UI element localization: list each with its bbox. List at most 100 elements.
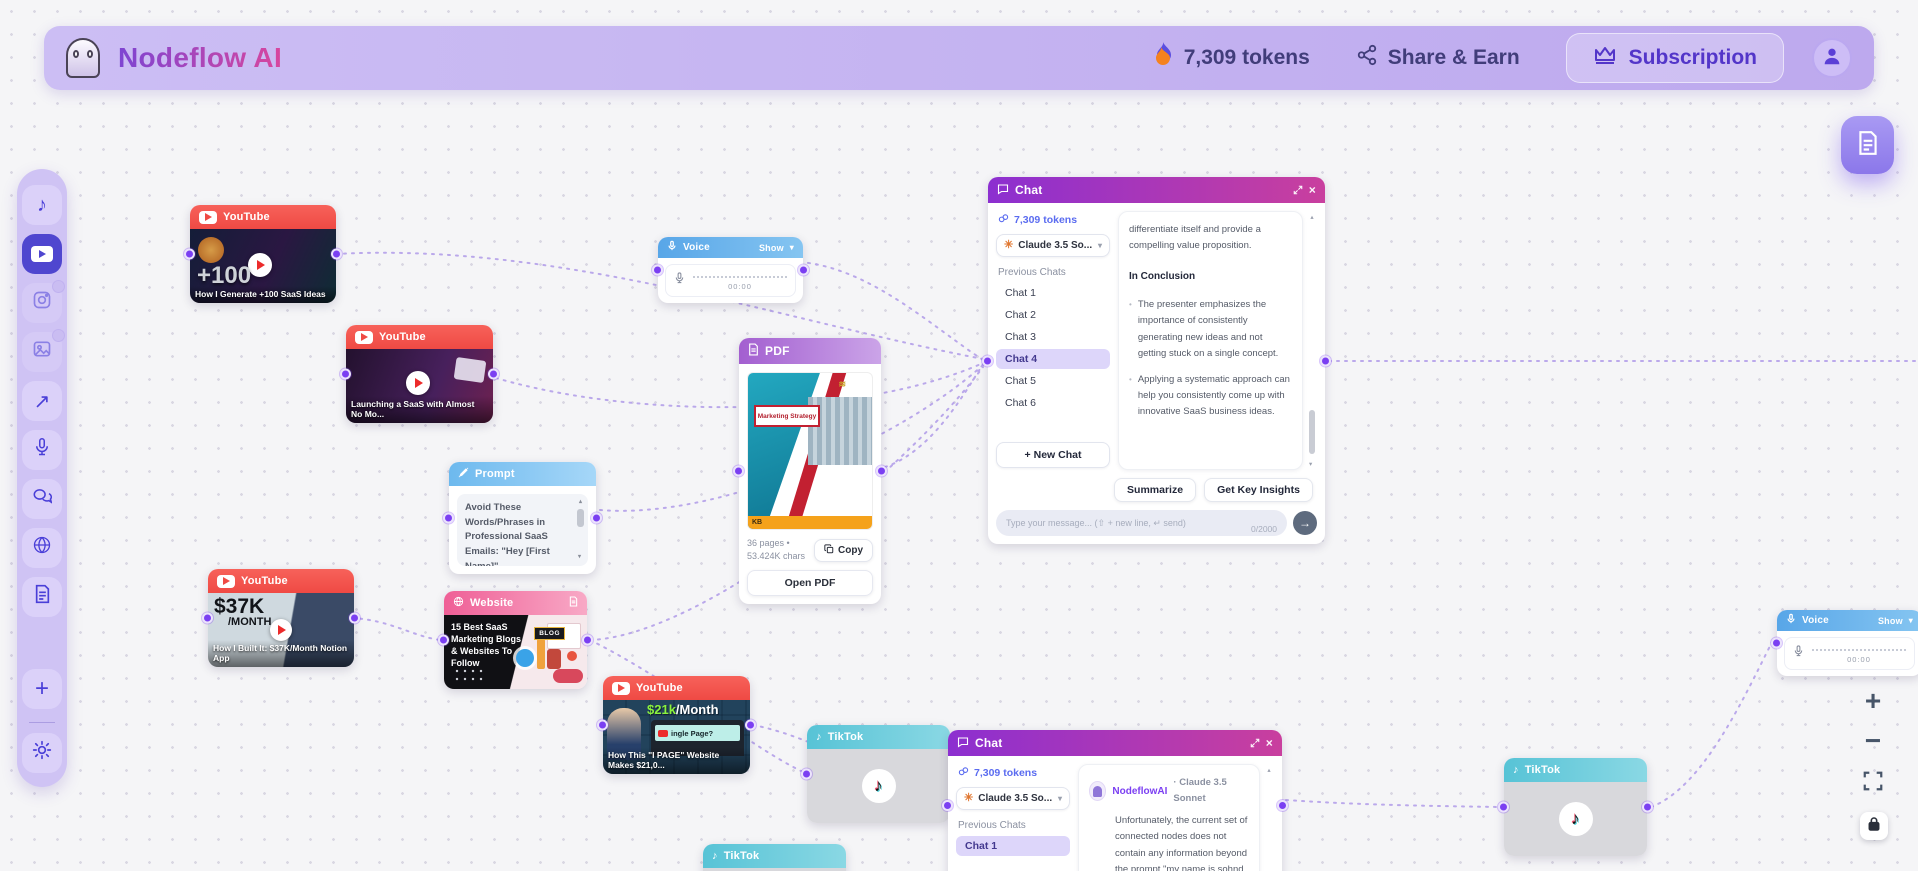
input-handle[interactable]: [801, 768, 812, 780]
model-selector[interactable]: ✳ Claude 3.5 So... ▾: [996, 234, 1110, 257]
video-thumbnail[interactable]: $37K /MONTH How I Built It: $37K/Month N…: [208, 593, 354, 667]
audio-player[interactable]: 00:00: [665, 264, 796, 297]
youtube-node-d[interactable]: YouTube $21k/Month ingle Page? How This …: [597, 676, 756, 774]
tiktok-preview[interactable]: ♪: [807, 749, 950, 823]
sidebar-item-document[interactable]: [22, 577, 62, 617]
show-toggle[interactable]: Show: [1877, 615, 1903, 626]
output-handle[interactable]: [591, 512, 602, 524]
voice-node-a[interactable]: Voice Show ▾ 00:00: [652, 237, 809, 303]
output-handle[interactable]: [349, 612, 360, 624]
close-icon[interactable]: ×: [1265, 736, 1273, 750]
input-handle[interactable]: [443, 512, 454, 524]
scroll-thumb[interactable]: [577, 509, 584, 528]
open-pdf-button[interactable]: Open PDF: [747, 570, 873, 597]
expand-icon[interactable]: [1250, 738, 1260, 748]
input-handle[interactable]: [202, 612, 213, 624]
tiktok-node-b[interactable]: ♪ TikTok: [703, 844, 846, 871]
copy-button[interactable]: Copy: [814, 539, 873, 563]
show-toggle[interactable]: Show: [758, 242, 784, 253]
input-handle[interactable]: [652, 264, 663, 276]
sidebar-item-tiktok[interactable]: ♪: [22, 185, 62, 225]
input-handle[interactable]: [733, 465, 744, 477]
tiktok-preview[interactable]: ♪: [1504, 782, 1647, 856]
zoom-out-button[interactable]: −: [1853, 723, 1893, 759]
chat-list-item-active[interactable]: Chat 1: [956, 836, 1070, 856]
chat-list-item[interactable]: Chat 5: [1005, 375, 1036, 387]
chat-list-item-active[interactable]: Chat 4: [996, 349, 1110, 369]
summarize-button[interactable]: Summarize: [1114, 478, 1197, 502]
theme-brightness-button[interactable]: [22, 733, 62, 773]
youtube-node-b[interactable]: YouTube Launching a SaaS with Almost No …: [340, 325, 499, 423]
model-selector[interactable]: ✳ Claude 3.5 So... ▾: [956, 787, 1070, 810]
output-handle[interactable]: [1320, 355, 1331, 366]
output-handle[interactable]: [1642, 801, 1653, 813]
website-node[interactable]: Website BLOG 15 Best SaaS Marketing Blog…: [438, 591, 593, 689]
video-thumbnail[interactable]: $21k/Month ingle Page? How This "I PAGE"…: [603, 700, 750, 774]
sidebar-item-youtube[interactable]: [22, 234, 62, 274]
tiktok-node-c[interactable]: ♪ TikTok ♪: [1498, 758, 1653, 856]
youtube-node-a[interactable]: YouTube +100 How I Generate +100 SaaS Id…: [184, 205, 342, 303]
tiktok-node-a[interactable]: ♪ TikTok ♪: [801, 725, 950, 823]
scroll-thumb[interactable]: [1309, 410, 1315, 454]
document-icon: [34, 584, 51, 610]
sidebar-item-instagram[interactable]: [22, 280, 65, 323]
sidebar-item-website[interactable]: [22, 528, 62, 568]
send-button[interactable]: →: [1293, 511, 1317, 535]
prompt-scrollbar[interactable]: ▴ ▾: [576, 498, 585, 562]
message-input[interactable]: [1006, 518, 1277, 528]
audio-player[interactable]: 00:00: [1784, 637, 1915, 670]
output-handle[interactable]: [876, 465, 887, 477]
sidebar-item-expand[interactable]: ↗: [22, 381, 62, 421]
output-handle[interactable]: [745, 719, 756, 731]
chat-message-panel[interactable]: differentiate itself and provide a compe…: [1118, 211, 1303, 470]
chat-list-item[interactable]: Chat 3: [1005, 331, 1036, 343]
input-handle[interactable]: [942, 800, 953, 811]
video-thumbnail[interactable]: Launching a SaaS with Almost No Mo...: [346, 349, 493, 423]
user-avatar-button[interactable]: [1812, 38, 1852, 78]
website-preview[interactable]: BLOG 15 Best SaaS Marketing Blogs & Webs…: [444, 615, 587, 689]
share-earn-button[interactable]: Share & Earn: [1356, 44, 1520, 72]
input-handle[interactable]: [1498, 801, 1509, 813]
chat-node-b[interactable]: Chat × 7,309 tokens ✳ Claude 3.5 So... ▾: [942, 730, 1288, 871]
input-handle[interactable]: [340, 368, 351, 380]
output-handle[interactable]: [488, 368, 499, 380]
notes-panel-button[interactable]: [1841, 116, 1894, 174]
pdf-node[interactable]: PDF ≋ Marketing Strategy KB 36 pages • 5…: [733, 338, 887, 605]
sidebar-item-image[interactable]: [22, 329, 65, 372]
voice-node-b[interactable]: Voice Show ▾ 00:00: [1771, 610, 1918, 676]
chat-node-a[interactable]: Chat × 7,309 tokens ✳ Claude 3.5 So... ▾: [982, 177, 1331, 544]
zoom-in-button[interactable]: +: [1853, 683, 1893, 719]
output-handle[interactable]: [582, 634, 593, 646]
sidebar-item-voice[interactable]: [22, 430, 62, 470]
chat-scrollbar[interactable]: ▴: [1264, 766, 1274, 871]
pdf-cover-preview[interactable]: ≋ Marketing Strategy KB: [747, 372, 873, 530]
video-thumbnail[interactable]: +100 How I Generate +100 SaaS Ideas: [190, 229, 336, 303]
chat-scrollbar[interactable]: ▴ ▾: [1307, 213, 1317, 468]
new-chat-button[interactable]: + New Chat: [996, 442, 1110, 468]
sidebar-item-chat[interactable]: [22, 479, 62, 519]
input-handle[interactable]: [1771, 637, 1782, 649]
input-handle[interactable]: [982, 355, 993, 366]
close-icon[interactable]: ×: [1308, 183, 1316, 197]
chat-list-item[interactable]: Chat 1: [1005, 287, 1036, 299]
output-handle[interactable]: [331, 248, 342, 260]
chat-list-item[interactable]: Chat 2: [1005, 309, 1036, 321]
chat-list-item[interactable]: Chat 6: [1005, 397, 1036, 409]
input-handle[interactable]: [597, 719, 608, 731]
expand-icon[interactable]: [1293, 185, 1303, 195]
output-handle[interactable]: [798, 264, 809, 276]
subscription-button[interactable]: Subscription: [1565, 33, 1784, 83]
fit-view-button[interactable]: [1858, 768, 1888, 798]
add-node-button[interactable]: +: [22, 669, 62, 709]
chat-message-panel[interactable]: NodeflowAI · Claude 3.5 Sonnet Unfortuna…: [1078, 764, 1260, 871]
youtube-node-c[interactable]: YouTube $37K /MONTH How I Built It: $37K…: [202, 569, 360, 667]
input-handle[interactable]: [438, 634, 449, 646]
lock-canvas-button[interactable]: [1860, 812, 1888, 840]
get-key-insights-button[interactable]: Get Key Insights: [1204, 478, 1313, 502]
tiktok-preview[interactable]: [703, 868, 846, 871]
output-handle[interactable]: [1277, 800, 1288, 811]
input-handle[interactable]: [184, 248, 195, 260]
prompt-node[interactable]: Prompt Avoid These Words/Phrases in Prof…: [443, 462, 602, 574]
prompt-textarea[interactable]: Avoid These Words/Phrases in Professiona…: [457, 494, 588, 566]
